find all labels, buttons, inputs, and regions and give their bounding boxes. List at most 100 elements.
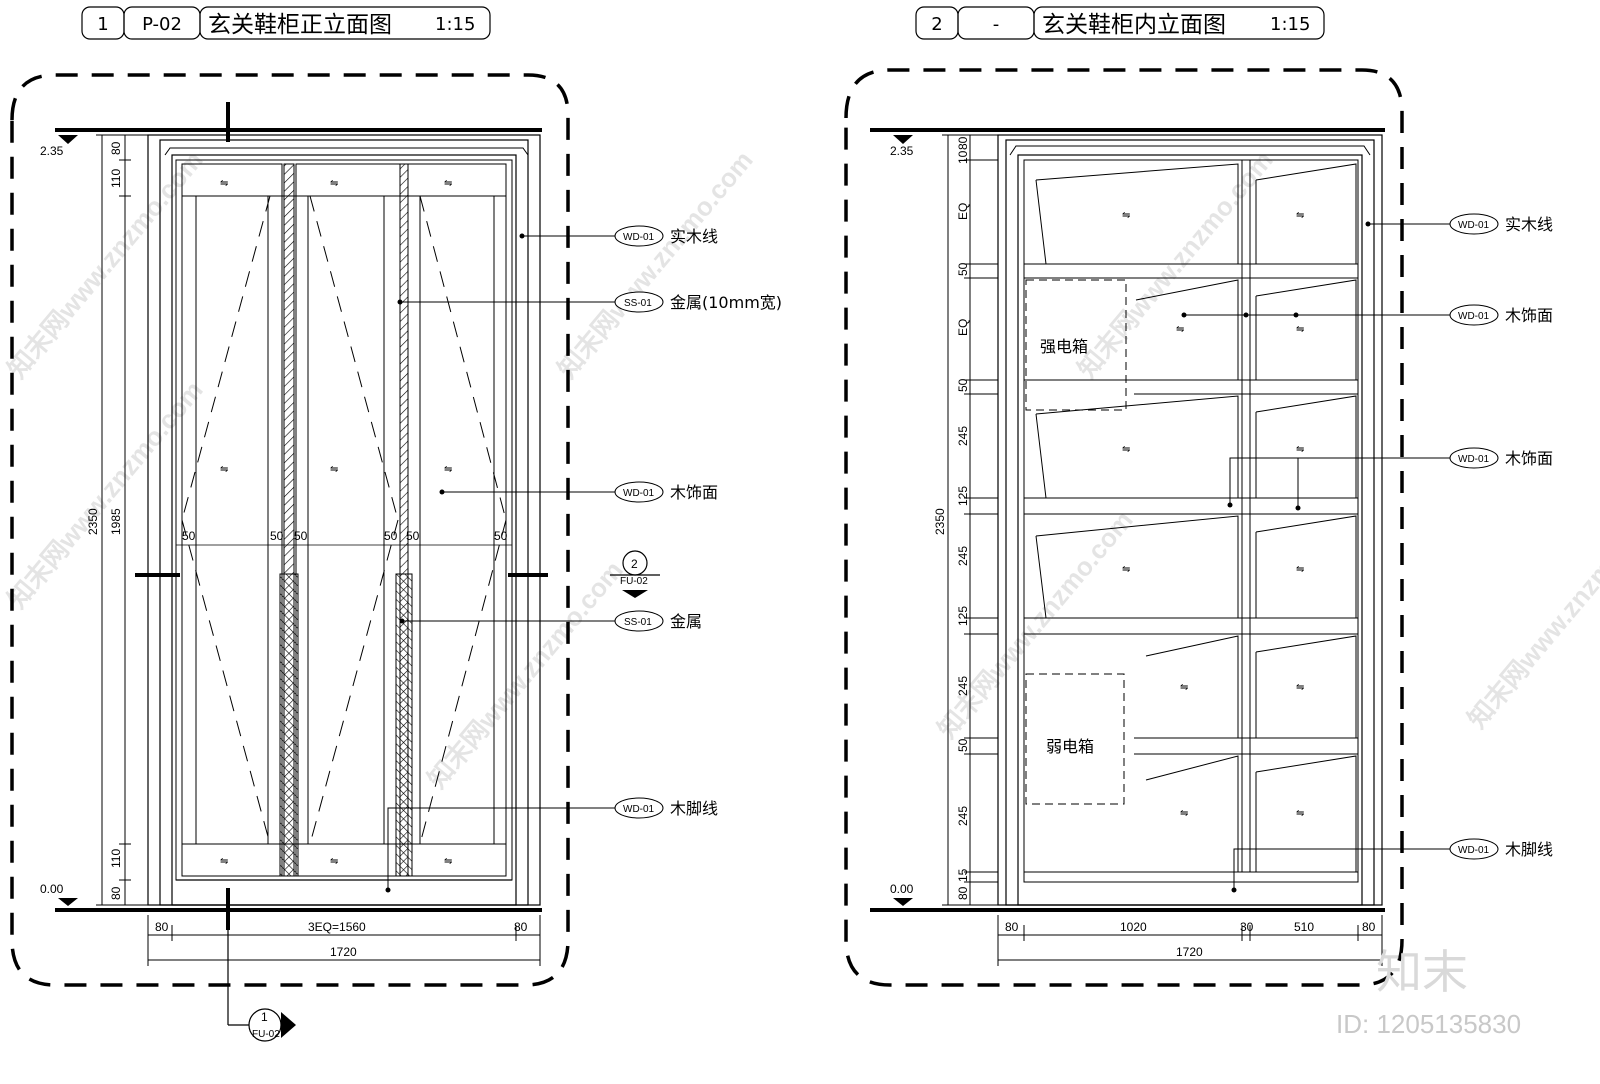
svg-text:WD-01: WD-01 [1458, 220, 1490, 231]
view-2-level-bottom: 0.00 [890, 882, 914, 896]
svg-text:木饰面: 木饰面 [1505, 306, 1553, 325]
dim-bottom: 3EQ=1560 [308, 920, 366, 934]
svg-text:⇋: ⇋ [220, 178, 228, 189]
dim-left: 80 [109, 886, 123, 900]
view-2-callouts: WD-01 实木线 WD-01 木饰面 WD-01 木饰面 [1181, 213, 1553, 893]
svg-text:WD-01: WD-01 [1458, 454, 1490, 465]
svg-text:⇋: ⇋ [444, 464, 452, 475]
svg-text:WD-01: WD-01 [1458, 311, 1490, 322]
dim-left: 245 [956, 426, 970, 446]
dim-bottom: 80 [514, 920, 528, 934]
dim-total: 2350 [86, 508, 100, 535]
svg-text:WD-01: WD-01 [623, 488, 655, 499]
svg-text:⇋: ⇋ [1296, 682, 1304, 693]
svg-text:金属: 金属 [670, 612, 702, 631]
svg-text:⇋: ⇋ [444, 856, 452, 867]
dim-left: EQ [956, 319, 970, 336]
section-marker-bottom: 1 FU-02 [227, 930, 296, 1042]
view-1-level-top: 2.35 [40, 144, 64, 158]
svg-text:实木线: 实木线 [670, 227, 718, 246]
section-marker-top: 2 FU-02 [610, 550, 660, 598]
dim-bottom: 80 [1005, 920, 1019, 934]
view-1-ref: P-02 [142, 14, 182, 35]
dim-left: 15 [956, 868, 970, 882]
gap-dim: 50 [384, 529, 398, 543]
svg-text:⇋: ⇋ [1122, 564, 1130, 575]
dim-bottom: 1020 [1120, 920, 1147, 934]
svg-text:⇋: ⇋ [1296, 210, 1304, 221]
dim-left: 125 [956, 606, 970, 626]
gap-dim: 50 [294, 529, 308, 543]
dim-width: 1720 [1176, 945, 1203, 959]
dim-bottom: 510 [1294, 920, 1314, 934]
svg-text:WD-01: WD-01 [623, 232, 655, 243]
dim-left: 245 [956, 806, 970, 826]
dim-left: 110 [109, 849, 123, 868]
svg-text:FU-02: FU-02 [252, 1029, 280, 1040]
svg-text:⇋: ⇋ [220, 856, 228, 867]
svg-text:FU-02: FU-02 [620, 576, 648, 587]
svg-text:⇋: ⇋ [330, 464, 338, 475]
dim-total: 2350 [933, 508, 947, 535]
svg-text:木饰面: 木饰面 [670, 483, 718, 502]
svg-text:⇋: ⇋ [1296, 444, 1304, 455]
svg-text:实木线: 实木线 [1505, 215, 1553, 234]
view-2-interior-elevation: 2 - 玄关鞋柜内立面图 1:15 2.35 0.00 [844, 6, 1553, 987]
callout: WD-01 木脚线 [385, 797, 718, 893]
svg-text:⇋: ⇋ [220, 464, 228, 475]
svg-text:WD-01: WD-01 [1458, 845, 1490, 856]
svg-text:⇋: ⇋ [1180, 682, 1188, 693]
svg-text:⇋: ⇋ [1180, 808, 1188, 819]
svg-text:⇋: ⇋ [330, 856, 338, 867]
strong-electric-box-label: 强电箱 [1040, 337, 1088, 356]
view-1-number: 1 [97, 14, 108, 35]
view-2-title-block: 2 - 玄关鞋柜内立面图 1:15 [915, 6, 1325, 40]
watermark-text: 知末网www.znzmo.com [552, 145, 759, 384]
brand-watermark: 知末 [1376, 945, 1468, 999]
view-1-level-bottom: 0.00 [40, 882, 64, 896]
callout: SS-01 金属(10mm宽) [397, 291, 782, 313]
dim-left: 110 [109, 169, 123, 188]
dim-left: 50 [956, 378, 970, 392]
view-1-boundary [10, 73, 570, 987]
callout: WD-01 木饰面 [1181, 304, 1553, 326]
dim-width: 1720 [330, 945, 357, 959]
dim-left: 245 [956, 676, 970, 696]
svg-text:WD-01: WD-01 [623, 804, 655, 815]
dim-left: 80 [956, 136, 970, 150]
view-1-title: 玄关鞋柜正立面图 [208, 12, 392, 38]
callout: WD-01 实木线 [1365, 213, 1553, 235]
view-1-front-elevation: 1 P-02 玄关鞋柜正立面图 1:15 2.35 0.00 [10, 6, 782, 1042]
view-1-callouts: WD-01 实木线 SS-01 金属(10mm宽) WD-01 木饰面 [385, 225, 782, 893]
svg-text:⇋: ⇋ [1296, 564, 1304, 575]
id-watermark: ID: 1205135830 [1336, 1009, 1521, 1039]
dim-left: EQ [956, 203, 970, 220]
svg-text:1: 1 [261, 1010, 268, 1024]
svg-text:SS-01: SS-01 [624, 298, 652, 309]
svg-text:⇋: ⇋ [1176, 324, 1184, 335]
svg-text:⇋: ⇋ [1296, 808, 1304, 819]
view-2-boundary [844, 68, 1404, 987]
dim-bottom: 80 [155, 920, 169, 934]
gap-dim: 50 [270, 529, 284, 543]
watermark-text: 知末网www.znzmo.com [2, 145, 209, 384]
svg-text:2: 2 [631, 557, 638, 571]
watermark-text: 知末网www.znzmo.com [1462, 495, 1600, 734]
callout: SS-01 金属 [399, 610, 702, 632]
view-2-scale: 1:15 [1270, 14, 1310, 35]
watermark-text: 知末网www.znzmo.com [422, 555, 629, 794]
dim-left: 80 [109, 141, 123, 155]
gap-dim: 50 [494, 529, 508, 543]
svg-text:金属(10mm宽): 金属(10mm宽) [670, 293, 782, 312]
view-2-number: 2 [931, 14, 942, 35]
dim-bottom: 80 [1362, 920, 1376, 934]
view-2-ref: - [993, 14, 1000, 35]
svg-text:⇋: ⇋ [1122, 444, 1130, 455]
svg-text:⇋: ⇋ [1122, 210, 1130, 221]
dim-left: 50 [956, 738, 970, 752]
svg-text:⇋: ⇋ [444, 178, 452, 189]
dim-left: 1985 [109, 508, 123, 535]
dim-left: 50 [956, 262, 970, 276]
view-1-title-block: 1 P-02 玄关鞋柜正立面图 1:15 [81, 6, 491, 40]
dim-left: 80 [956, 886, 970, 900]
